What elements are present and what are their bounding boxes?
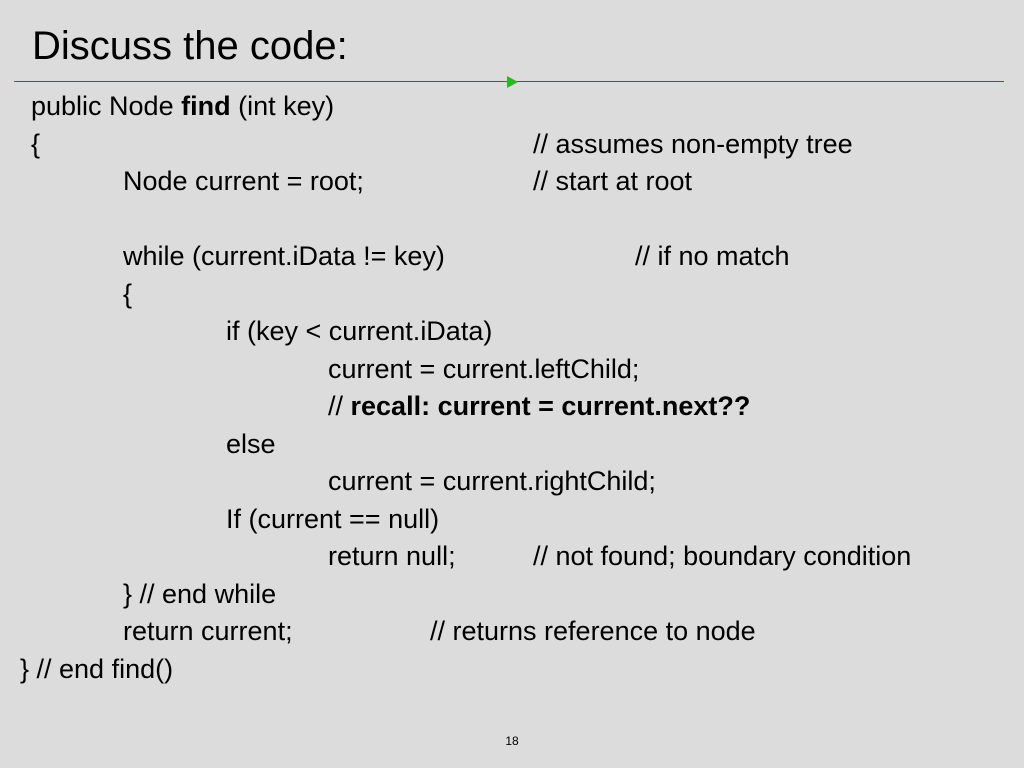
- code-line-11: If (current == null): [226, 504, 440, 534]
- code-comment-2: // assumes non-empty tree: [533, 129, 853, 159]
- code-line-3: Node current = root;: [123, 166, 364, 196]
- code-comment-12: // not found; boundary condition: [533, 541, 912, 571]
- code-line-4: while (current.iData != key): [123, 241, 445, 271]
- code-comment-14: // returns reference to node: [430, 616, 756, 646]
- page-number: 18: [505, 734, 519, 748]
- green-arrow-icon: [507, 76, 518, 88]
- code-keyword-find: find: [181, 91, 231, 121]
- code-line-5: {: [123, 279, 133, 309]
- code-line-1: public Node find (int key): [31, 89, 334, 123]
- code-line-6: if (key < current.iData): [226, 316, 493, 346]
- code-comment-3: // start at root: [533, 166, 693, 196]
- code-line-2: {: [31, 129, 41, 159]
- code-line-8: // recall: current = current.next??: [328, 389, 750, 423]
- code-comment-slashes: //: [328, 391, 351, 421]
- code-line-9: else: [226, 429, 276, 459]
- code-text: (int key): [230, 91, 335, 121]
- code-comment-4: // if no match: [635, 241, 790, 271]
- code-comment-recall: recall: current = current.next??: [350, 391, 751, 421]
- slide-title: Discuss the code:: [32, 24, 348, 68]
- code-text: public Node: [31, 91, 182, 121]
- code-line-13: } // end while: [123, 579, 277, 609]
- code-line-12: return null;: [328, 541, 456, 571]
- code-line-15: } // end find(): [20, 654, 174, 684]
- code-line-10: current = current.rightChild;: [328, 466, 656, 496]
- code-line-7: current = current.leftChild;: [328, 354, 640, 384]
- code-line-14: return current;: [123, 616, 293, 646]
